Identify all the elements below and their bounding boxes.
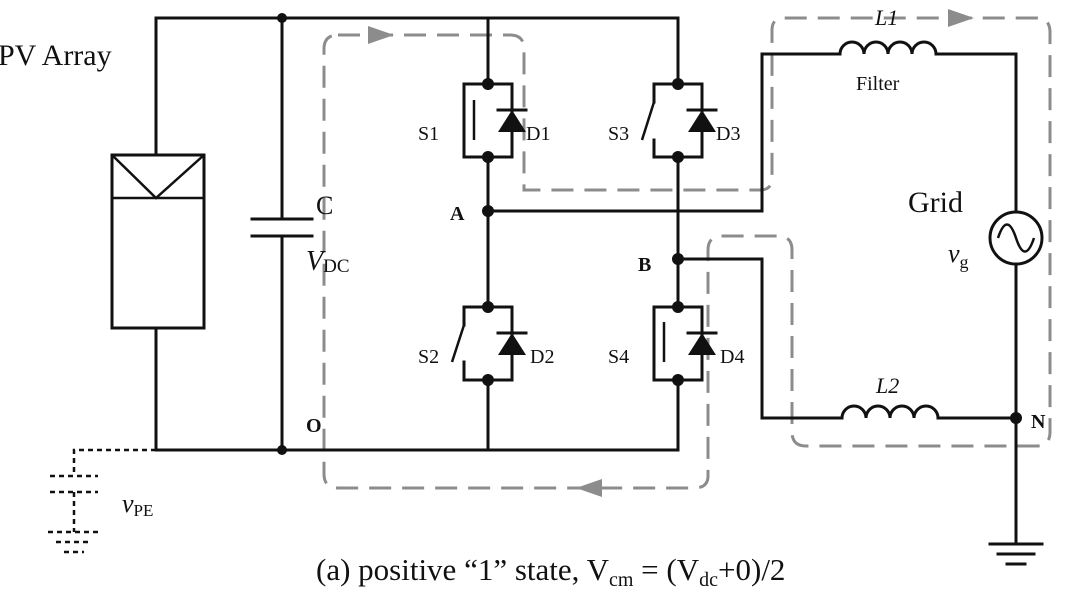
figure-caption: (a) positive “1” state, Vcm = (Vdc+0)/2 bbox=[316, 552, 785, 591]
l2-label: L2 bbox=[875, 373, 899, 398]
d4-label: D4 bbox=[720, 346, 744, 368]
junctions bbox=[277, 13, 1022, 455]
wiring bbox=[154, 16, 1018, 546]
dc-capacitor bbox=[250, 217, 314, 238]
node-a-label: A bbox=[450, 203, 465, 225]
grid-source bbox=[988, 210, 1044, 266]
d2-label: D2 bbox=[530, 346, 554, 368]
pv-array bbox=[110, 153, 206, 330]
pv-array-label: PV Array bbox=[0, 39, 112, 72]
switch-s2 bbox=[450, 305, 528, 382]
arrow-top-right-icon bbox=[368, 26, 394, 44]
current-path bbox=[322, 9, 1052, 497]
switch-s1 bbox=[462, 82, 528, 159]
s4-label: S4 bbox=[608, 346, 629, 368]
filter-label: Filter bbox=[856, 73, 900, 95]
arrow-bottom-left-icon bbox=[576, 479, 602, 497]
grid-label: Grid bbox=[908, 186, 963, 219]
l1-label: L1 bbox=[874, 5, 898, 30]
d3-label: D3 bbox=[716, 123, 740, 145]
s2-label: S2 bbox=[418, 346, 439, 368]
node-n-label: N bbox=[1031, 411, 1046, 433]
s3-label: S3 bbox=[608, 123, 629, 145]
capacitor-label: C bbox=[316, 191, 333, 220]
parasitic-ground bbox=[48, 448, 156, 554]
ground-symbol bbox=[988, 542, 1044, 566]
s1-label: S1 bbox=[418, 123, 439, 145]
switch-s3 bbox=[640, 82, 718, 159]
vpe-label: vPE bbox=[122, 489, 153, 520]
inductor-l1 bbox=[838, 40, 938, 56]
vg-label: vg bbox=[948, 239, 969, 272]
node-o-label: O bbox=[306, 415, 322, 437]
d1-label: D1 bbox=[526, 123, 550, 145]
switch-s4 bbox=[652, 305, 718, 382]
node-b-label: B bbox=[638, 254, 651, 276]
arrow-far-right-icon bbox=[948, 9, 974, 27]
inductor-l2 bbox=[840, 404, 940, 420]
vdc-label: VDC bbox=[306, 246, 350, 277]
